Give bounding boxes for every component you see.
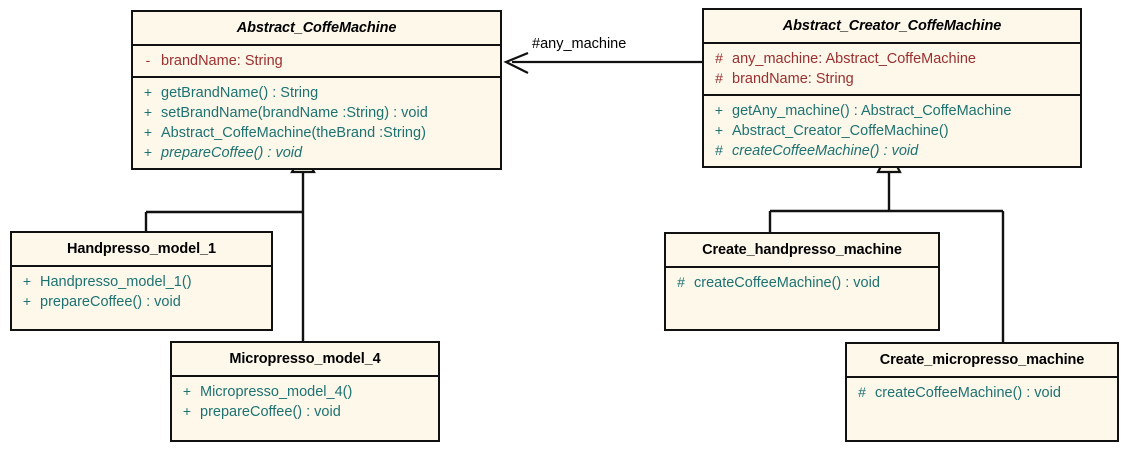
- methods-compartment-create-handpresso-machine: # createCoffeeMachine() : void: [666, 268, 938, 298]
- visibility-marker: #: [715, 50, 723, 66]
- method-label: Abstract_Creator_CoffeMachine(): [732, 123, 949, 139]
- visibility-marker: #: [715, 142, 723, 158]
- class-box-create-micropresso-machine[interactable]: Create_micropresso_machine # createCoffe…: [845, 342, 1119, 442]
- edge-association-any-machine: [503, 51, 702, 74]
- method-row: + prepareCoffee() : void: [135, 143, 498, 163]
- attributes-compartment-abstract-creator-coffemachine: # any_machine: Abstract_CoffeMachine # b…: [704, 44, 1080, 96]
- method-label: getAny_machine() : Abstract_CoffeMachine: [732, 103, 1012, 119]
- method-label: prepareCoffee() : void: [40, 294, 181, 310]
- method-row: + prepareCoffee() : void: [174, 402, 436, 422]
- attribute-label: brandName: String: [732, 71, 854, 87]
- class-title-handpresso-model-1: Handpresso_model_1: [12, 233, 271, 267]
- methods-compartment-handpresso-model-1: + Handpresso_model_1() + prepareCoffee()…: [12, 267, 271, 317]
- association-label-any-machine: #any_machine: [532, 36, 627, 52]
- attribute-row: # any_machine: Abstract_CoffeMachine: [706, 49, 1078, 69]
- visibility-marker: +: [182, 383, 192, 399]
- method-label: Abstract_CoffeMachine(theBrand :String): [161, 125, 426, 141]
- methods-compartment-abstract-creator-coffemachine: + getAny_machine() : Abstract_CoffeMachi…: [704, 96, 1080, 166]
- visibility-marker: #: [858, 384, 866, 400]
- methods-compartment-abstract-coffemachine: + getBrandName() : String + setBrandName…: [133, 78, 500, 168]
- visibility-marker: +: [714, 102, 724, 118]
- class-title-abstract-creator-coffemachine: Abstract_Creator_CoffeMachine: [704, 10, 1080, 44]
- method-label: setBrandName(brandName :String) : void: [161, 105, 428, 121]
- visibility-marker: #: [715, 70, 723, 86]
- attributes-compartment-abstract-coffemachine: - brandName: String: [133, 46, 500, 78]
- visibility-marker: -: [145, 52, 151, 68]
- method-label: getBrandName() : String: [161, 85, 319, 101]
- method-label: createCoffeeMachine() : void: [875, 385, 1061, 401]
- method-row: + getBrandName() : String: [135, 83, 498, 103]
- visibility-marker: +: [182, 403, 192, 419]
- method-label: Handpresso_model_1(): [40, 274, 192, 290]
- class-box-abstract-coffemachine[interactable]: Abstract_CoffeMachine - brandName: Strin…: [131, 10, 502, 170]
- visibility-marker: +: [22, 273, 32, 289]
- class-title-create-handpresso-machine: Create_handpresso_machine: [666, 234, 938, 268]
- method-label: createCoffeeMachine() : void: [732, 143, 919, 159]
- attribute-label: brandName: String: [161, 53, 283, 69]
- attribute-row: - brandName: String: [135, 51, 498, 71]
- visibility-marker: +: [22, 293, 32, 309]
- methods-compartment-micropresso-model-4: + Micropresso_model_4() + prepareCoffee(…: [172, 377, 438, 427]
- method-row: + Handpresso_model_1(): [14, 272, 269, 292]
- class-box-abstract-creator-coffemachine[interactable]: Abstract_Creator_CoffeMachine # any_mach…: [702, 8, 1082, 168]
- visibility-marker: +: [714, 122, 724, 138]
- method-row: + Abstract_CoffeMachine(theBrand :String…: [135, 123, 498, 143]
- method-row: + Micropresso_model_4(): [174, 382, 436, 402]
- method-row: + getAny_machine() : Abstract_CoffeMachi…: [706, 101, 1078, 121]
- visibility-marker: #: [677, 274, 685, 290]
- class-box-micropresso-model-4[interactable]: Micropresso_model_4 + Micropresso_model_…: [170, 341, 440, 442]
- method-row: + Abstract_Creator_CoffeMachine(): [706, 121, 1078, 141]
- methods-compartment-create-micropresso-machine: # createCoffeeMachine() : void: [847, 378, 1117, 408]
- visibility-marker: +: [143, 104, 153, 120]
- class-title-abstract-coffemachine: Abstract_CoffeMachine: [133, 12, 500, 46]
- attribute-label: any_machine: Abstract_CoffeMachine: [732, 51, 976, 67]
- class-box-handpresso-model-1[interactable]: Handpresso_model_1 + Handpresso_model_1(…: [10, 231, 273, 331]
- method-label: Micropresso_model_4(): [200, 384, 353, 400]
- class-box-create-handpresso-machine[interactable]: Create_handpresso_machine # createCoffee…: [664, 232, 940, 331]
- method-row: # createCoffeeMachine() : void: [849, 383, 1115, 403]
- method-label: prepareCoffee() : void: [200, 404, 341, 420]
- method-label: createCoffeeMachine() : void: [694, 275, 880, 291]
- method-row: # createCoffeeMachine() : void: [668, 273, 936, 293]
- class-title-micropresso-model-4: Micropresso_model_4: [172, 343, 438, 377]
- method-row: + setBrandName(brandName :String) : void: [135, 103, 498, 123]
- method-label: prepareCoffee() : void: [161, 145, 303, 161]
- method-row: + prepareCoffee() : void: [14, 292, 269, 312]
- visibility-marker: +: [143, 144, 153, 160]
- visibility-marker: +: [143, 124, 153, 140]
- method-row: # createCoffeeMachine() : void: [706, 141, 1078, 161]
- class-title-create-micropresso-machine: Create_micropresso_machine: [847, 344, 1117, 378]
- attribute-row: # brandName: String: [706, 69, 1078, 89]
- visibility-marker: +: [143, 84, 153, 100]
